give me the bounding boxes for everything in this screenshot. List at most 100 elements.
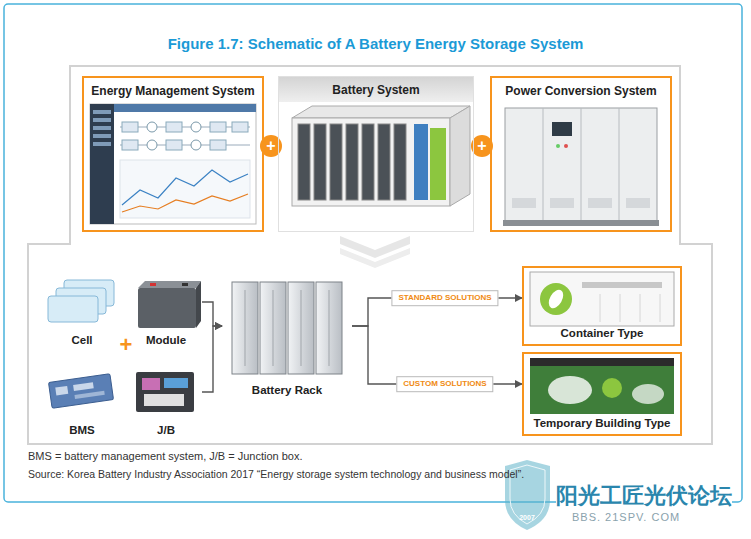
node-heading: Container Type (561, 327, 644, 341)
ems-screenshot-part (114, 104, 256, 112)
ems-screenshot-part (166, 122, 182, 132)
rack-item: Battery Rack (222, 272, 352, 400)
solution-box: Temporary Building Type (522, 352, 682, 436)
pcs-cabinet-drawing-part (588, 198, 612, 208)
component-item: Module (130, 275, 202, 350)
node-heading: Power Conversion System (505, 84, 656, 98)
system-box: Battery System (278, 76, 474, 232)
pcs-cabinet-drawing-part (543, 108, 544, 222)
edge-label: CUSTOM SOLUTIONS (396, 376, 493, 392)
pcs-cabinet-drawing-part (550, 198, 574, 208)
pcs-cabinet-drawing-part (564, 144, 568, 148)
component-item: J/B (130, 362, 202, 440)
battery-rack-drawing-part (245, 290, 246, 366)
ems-screenshot-part (191, 122, 201, 132)
pcs-cabinet-drawing-part (626, 198, 650, 208)
footnote: BMS = battery management system, J/B = J… (28, 450, 303, 463)
system-box: Energy Management System (82, 76, 264, 232)
watermark-url: BBS. 21SPV. COM (572, 511, 680, 524)
ems-screenshot-part (147, 122, 157, 132)
down-chevron (340, 236, 410, 268)
junction-box-drawing-part (144, 394, 184, 406)
module-drawing-part (196, 281, 201, 328)
figure-title: Figure 1.7: Schematic of A Battery Energ… (0, 35, 751, 53)
pcs-cabinet-drawing-part (556, 144, 560, 148)
battery-rack-drawing-part (273, 290, 274, 366)
ems-screenshot-part (90, 104, 256, 224)
junction-box-drawing (136, 372, 194, 412)
ems-screenshot-part (122, 122, 138, 132)
ems-screenshot-part (166, 140, 182, 150)
node-heading: Battery System (332, 83, 419, 97)
battery-rack-drawing-part (288, 282, 314, 374)
node-heading: BMS (69, 424, 95, 438)
bms-board-drawing-part (73, 382, 94, 391)
module-drawing-part (138, 281, 201, 288)
plus-sign: + (266, 138, 275, 154)
pcs-cabinet-drawing-part (512, 198, 536, 208)
node-heading: Energy Management System (91, 84, 254, 98)
container-drawing-part (660, 294, 661, 322)
node-heading: Battery Rack (252, 384, 322, 398)
battery-rack-drawing-part (232, 282, 258, 374)
system-box: Power Conversion System (490, 76, 672, 232)
pcs-cabinet-drawing-part (581, 108, 582, 222)
ems-screenshot-part (93, 118, 111, 122)
battery-rack-drawing-part (260, 282, 286, 374)
temporary-building-drawing-part (632, 384, 664, 404)
ems-screenshot-part (210, 122, 226, 132)
module-drawing-part (150, 283, 156, 286)
watermark-year: 2007 (519, 514, 535, 521)
module-drawing-part (138, 288, 196, 328)
ems-screenshot-part (93, 134, 111, 138)
container-drawing-part (600, 294, 601, 322)
module-drawing-part (182, 283, 188, 286)
ems-screenshot-part (93, 126, 111, 130)
container-drawing-part (640, 294, 641, 322)
junction-box-drawing-part (136, 372, 194, 412)
pcs-cabinet-drawing (503, 108, 659, 226)
ems-screenshot-part (122, 140, 138, 150)
battery-rack-drawing-part (316, 282, 342, 374)
down-chevron-part (340, 248, 410, 268)
battery-rack-drawing-part (301, 290, 302, 366)
node-heading: Temporary Building Type (534, 417, 671, 431)
pcs-cabinet-drawing-part (552, 122, 572, 136)
node-heading: J/B (157, 424, 175, 438)
edge-label: STANDARD SOLUTIONS (391, 290, 498, 306)
ems-screenshot-part (122, 194, 248, 212)
junction-box-drawing-part (164, 378, 188, 388)
junction-box-drawing-part (142, 378, 160, 390)
container-drawing-part (540, 283, 572, 315)
container-drawing-part (546, 287, 566, 310)
temporary-building-drawing-part (548, 376, 592, 404)
ems-screenshot-part (93, 142, 111, 146)
container-drawing-part (582, 282, 662, 288)
plus-sign: + (477, 138, 486, 154)
ems-screenshot-part (210, 140, 226, 150)
container-drawing (530, 272, 674, 326)
bms-board-drawing-part (48, 374, 113, 408)
ems-screenshot-part (120, 145, 250, 146)
ems-screenshot-part (93, 110, 111, 114)
bms-board-drawing-part (74, 391, 104, 399)
ems-screenshot (90, 104, 256, 224)
battery-rack-drawing (232, 282, 342, 374)
ems-screenshot-part (122, 170, 248, 205)
watermark-text: 阳光工匠光伏论坛 (556, 483, 732, 509)
temporary-building-drawing-part (530, 358, 674, 366)
temporary-building-drawing-part (530, 358, 674, 414)
outer-frame (4, 4, 742, 502)
temporary-building-drawing (530, 358, 674, 414)
node-heading: Module (146, 334, 186, 348)
temporary-building-drawing-part (602, 378, 622, 398)
ems-screenshot-part (191, 140, 201, 150)
source-note: Source: Korea Battery Industry Associati… (28, 468, 524, 481)
module-drawing (138, 281, 201, 328)
flow-arrow (202, 326, 222, 392)
cell-drawing (48, 280, 114, 322)
cell-drawing-part (48, 296, 98, 322)
panel-outline (28, 66, 712, 444)
ems-screenshot-part (120, 160, 250, 218)
